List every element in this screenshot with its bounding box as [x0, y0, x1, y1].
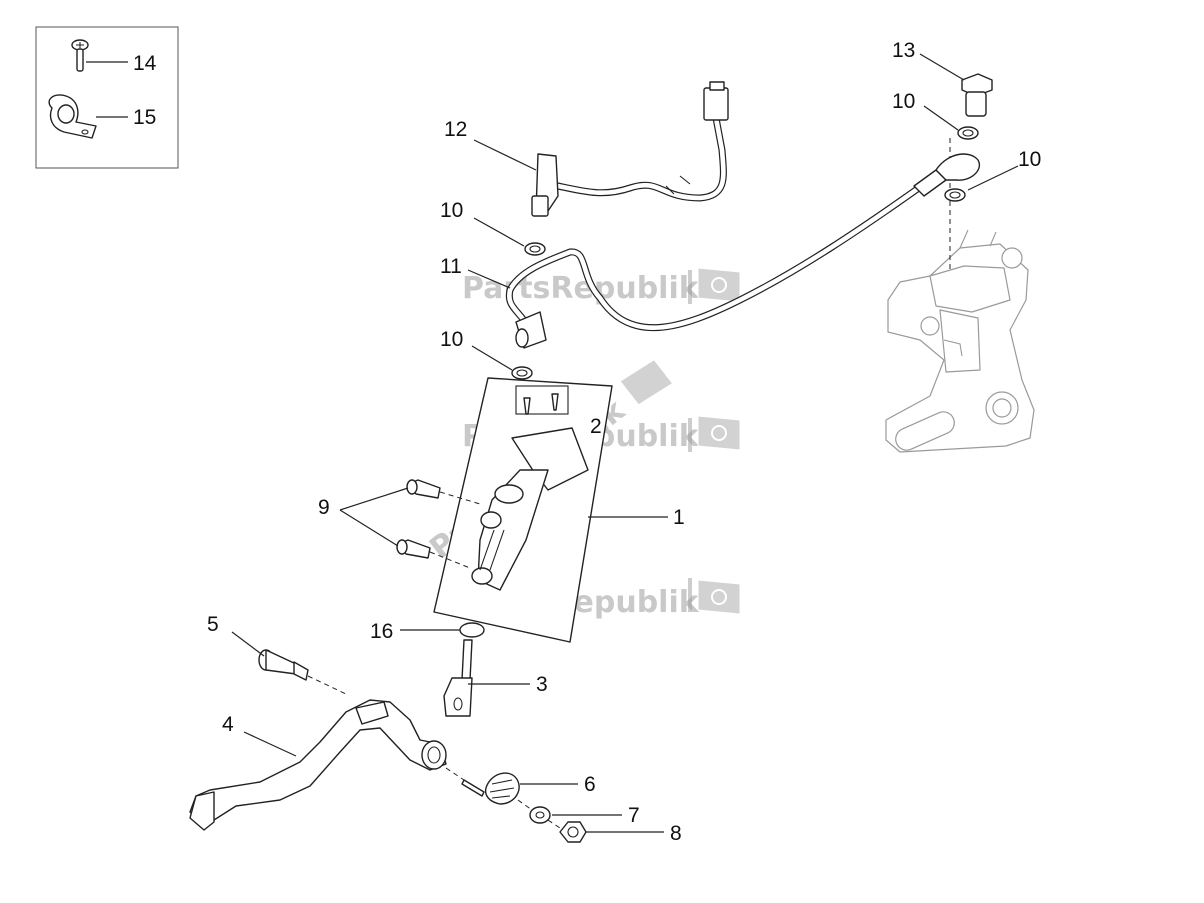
callout-7: 7 — [628, 804, 640, 827]
callout-13: 13 — [892, 39, 915, 62]
bolt-9-upper — [406, 479, 441, 499]
spring-6 — [461, 772, 520, 805]
pivot-bolt-5 — [258, 649, 309, 681]
guide-spring-dash — [445, 767, 465, 781]
callout-11: 11 — [440, 255, 462, 278]
gear-flag-icon — [697, 579, 741, 615]
leader-lines — [231, 53, 1019, 833]
svg-text:PartsRepublik: PartsRepublik — [462, 271, 700, 306]
callout-10-c: 10 — [892, 90, 915, 113]
push-rod-3 — [443, 639, 473, 717]
callout-6: 6 — [584, 773, 596, 796]
callout-2: 2 — [590, 415, 602, 438]
clamp-15-icon — [48, 94, 97, 139]
gear-flag-icon — [619, 359, 674, 406]
washer-7 — [529, 806, 551, 824]
seal-16 — [459, 622, 485, 638]
callout-12: 12 — [444, 118, 467, 141]
guide-bolt9-lower-dash — [429, 551, 471, 569]
callout-9: 9 — [318, 496, 330, 519]
screw-14-icon — [71, 39, 89, 72]
guide-pivot-dash — [307, 675, 347, 695]
callout-3: 3 — [536, 673, 548, 696]
callout-5: 5 — [207, 613, 219, 636]
brake-hose-11 — [505, 153, 981, 349]
callout-4: 4 — [222, 713, 234, 736]
nut-8 — [559, 821, 587, 843]
gear-flag-icon — [697, 267, 741, 303]
guide-bolt9-upper-dash — [439, 491, 481, 505]
washer-10-d — [944, 188, 966, 202]
gear-flag-icon — [697, 415, 741, 451]
callout-10-d: 10 — [1018, 148, 1041, 171]
brake-switch-12 — [531, 81, 729, 217]
callout-8: 8 — [670, 822, 682, 845]
callout-15: 15 — [133, 106, 156, 129]
banjo-bolt-13 — [961, 73, 993, 117]
master-cylinder-group-1 — [433, 377, 613, 643]
rear-brake-caliper — [885, 229, 1035, 453]
brake-pedal-4 — [189, 699, 447, 831]
inset-box: 14 15 — [35, 26, 179, 169]
callout-10-a: 10 — [440, 199, 463, 222]
callout-10-b: 10 — [440, 328, 463, 351]
guide-axle-dash — [517, 799, 561, 829]
washer-10-c — [957, 126, 979, 140]
callout-14: 14 — [133, 52, 157, 75]
watermark-1: PartsRepublik — [462, 267, 741, 306]
washer-10-b — [511, 366, 533, 380]
washer-10-a — [524, 242, 546, 256]
callout-16: 16 — [370, 620, 393, 643]
bolt-9-lower — [396, 539, 431, 559]
callout-1: 1 — [673, 506, 685, 529]
